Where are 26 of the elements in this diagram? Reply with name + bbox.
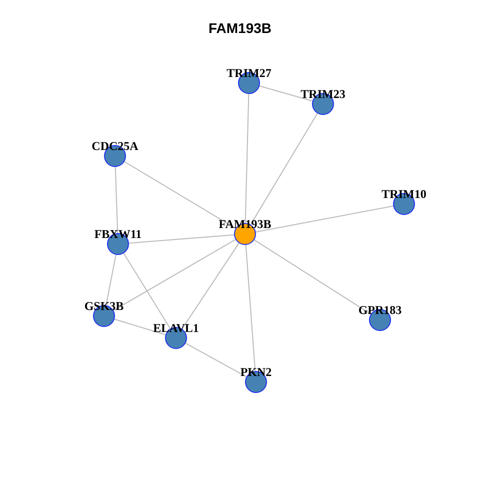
gene-label: FBXW11 xyxy=(93,227,143,241)
gene-label: TRIM27 xyxy=(226,66,272,80)
connector-line xyxy=(113,239,236,311)
gene-label: CDC25A xyxy=(90,139,140,153)
connector-line xyxy=(250,112,318,226)
connector-line xyxy=(114,318,166,336)
gene-label: PKN2 xyxy=(239,365,273,379)
connector-line xyxy=(254,239,372,315)
gene-label: GSK3B xyxy=(83,299,125,313)
connector-line xyxy=(185,342,247,378)
gene-label: TRIM10 xyxy=(380,187,428,201)
connector-line xyxy=(259,86,313,102)
connector-line xyxy=(114,166,118,234)
connector-line xyxy=(255,206,394,232)
gene-label: TRIM23 xyxy=(300,87,346,101)
connector-line xyxy=(128,234,235,244)
connector-line xyxy=(124,161,236,229)
gene-label: FAM193B xyxy=(218,217,272,231)
chart-title: FAM193B xyxy=(207,20,273,36)
connector-line xyxy=(106,254,116,306)
gene-label: ELAVL1 xyxy=(152,321,200,335)
connector-line xyxy=(123,252,171,330)
gene-label: GPR183 xyxy=(357,303,403,317)
connector-line xyxy=(245,244,256,372)
connector-line xyxy=(244,94,250,224)
connector-line xyxy=(182,242,240,330)
